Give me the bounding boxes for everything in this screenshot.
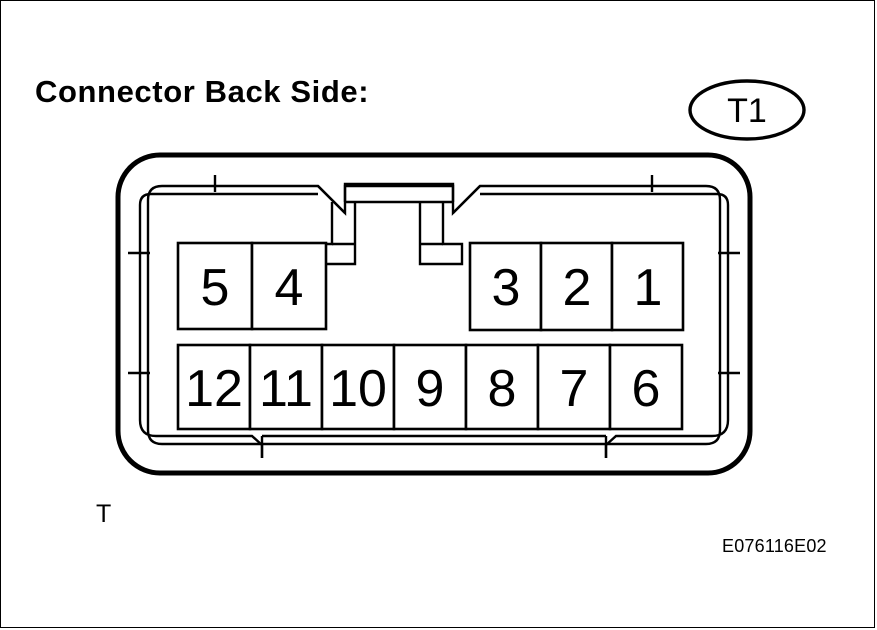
page-title: Connector Back Side: <box>35 74 370 109</box>
pin-cell[interactable] <box>176 241 254 331</box>
latch-chamfer-left <box>317 185 346 214</box>
pin-cell[interactable] <box>248 343 324 431</box>
pin-label: 7 <box>560 360 589 418</box>
pin-cell[interactable] <box>176 343 252 431</box>
pin-label: 8 <box>488 360 517 418</box>
pin-label: 4 <box>275 259 304 317</box>
connector-outer-shell <box>115 152 753 476</box>
center-locking-tab <box>343 182 455 202</box>
tag-ellipse <box>688 79 806 141</box>
pin-group-top-right: 3 2 1 <box>468 241 685 332</box>
pin-label: 5 <box>201 259 230 317</box>
pin-group-top-left: 5 4 <box>176 241 328 331</box>
latch-leg-right <box>418 202 464 266</box>
pin-label: 3 <box>492 259 521 317</box>
pin-cell[interactable] <box>464 343 540 431</box>
tag-label: T1 <box>727 92 767 130</box>
connector-inner-frame-bottom-inner-right <box>604 419 730 458</box>
pin-cell[interactable] <box>608 343 684 431</box>
connector-tag: T1 <box>688 79 806 141</box>
connector-bottom-label: T <box>96 500 112 528</box>
pin-label: 9 <box>416 360 445 418</box>
connector-inner-frame-bottom-outer <box>146 429 722 446</box>
pin-group-bottom: 12 11 10 9 8 7 6 <box>176 343 684 431</box>
pin-label: 12 <box>185 360 243 418</box>
latch-chamfer-right <box>452 185 481 214</box>
pin-cell[interactable] <box>250 241 328 331</box>
connector-inner-frame-bottom-inner <box>138 419 264 458</box>
pin-label: 1 <box>634 259 663 317</box>
pin-label: 11 <box>259 360 313 418</box>
pin-label: 10 <box>329 360 387 418</box>
pin-cell[interactable] <box>610 241 685 332</box>
connector-inner-frame-left <box>138 192 318 255</box>
connector-inner-frame-outer <box>146 184 722 246</box>
pin-label: 2 <box>563 259 592 317</box>
connector-inner-frame-right <box>480 192 730 255</box>
pin-cell[interactable] <box>468 241 543 332</box>
pin-label: 6 <box>632 360 661 418</box>
figure-code: E076116E02 <box>722 536 827 556</box>
